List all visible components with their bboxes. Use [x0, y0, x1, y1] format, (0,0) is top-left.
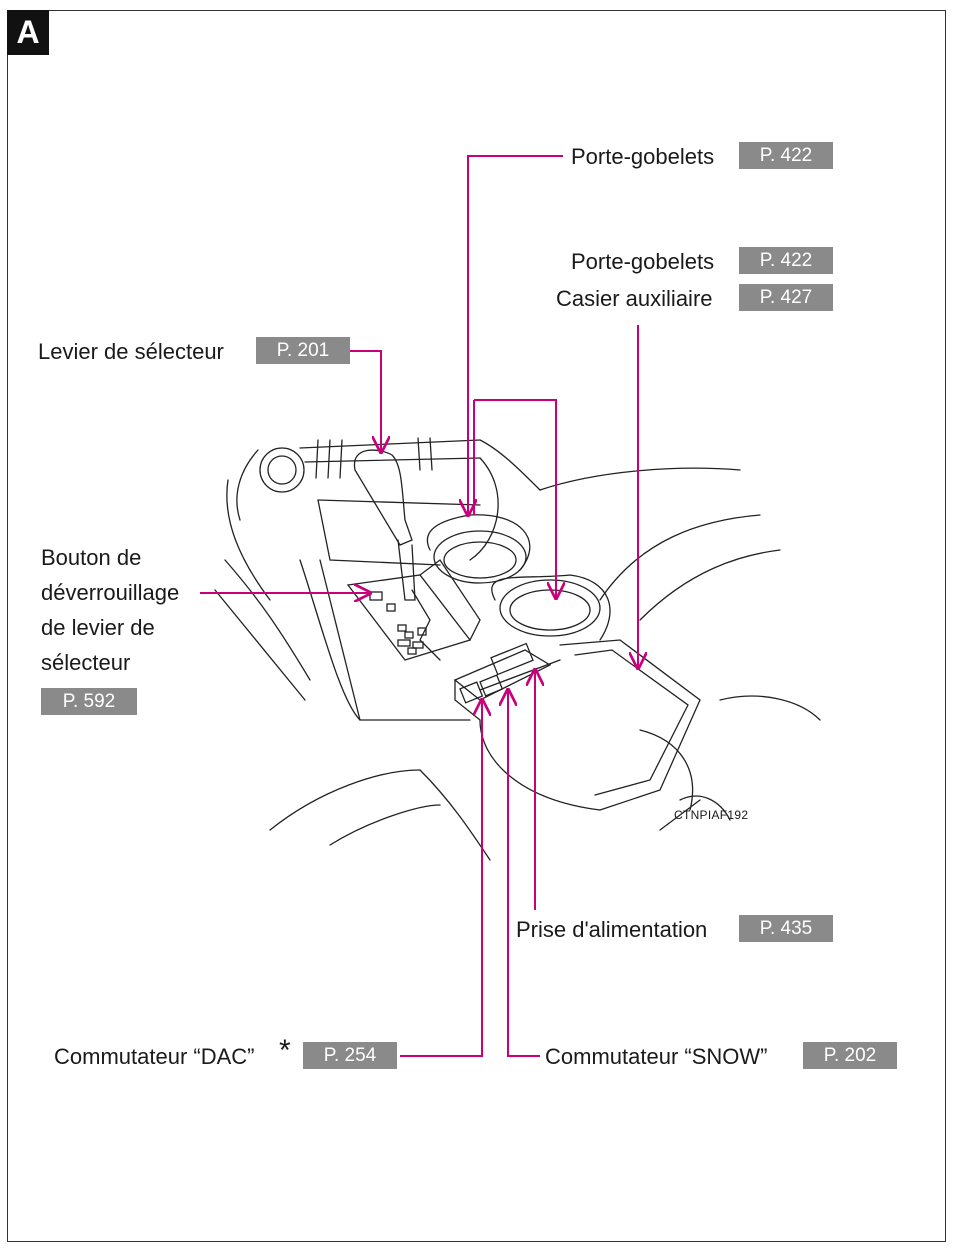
commutateur-snow-label: Commutateur “SNOW” [545, 1044, 768, 1069]
bouton-deverrouillage-line-4: sélecteur [41, 650, 131, 675]
levier-selecteur-label: Levier de sélecteur [38, 339, 224, 364]
commutateur-snow-ref[interactable]: P. 202 [803, 1042, 897, 1069]
bouton-deverrouillage-line-2: déverrouillage [41, 580, 180, 605]
page-frame [7, 10, 946, 1242]
prise-alimentation-ref[interactable]: P. 435 [739, 915, 833, 942]
porte-gobelets-label: Porte-gobelets [571, 144, 715, 169]
bouton-deverrouillage-line-1: Bouton de [41, 545, 142, 570]
porte-gobelets-2-ref[interactable]: P. 422 [739, 247, 833, 274]
bouton-deverrouillage-label: Bouton de déverrouillage de levier de sé… [41, 540, 179, 680]
asterisk-mark: * [279, 1034, 291, 1067]
porte-gobelets-ref[interactable]: P. 422 [739, 142, 833, 169]
commutateur-dac-ref[interactable]: P. 254 [303, 1042, 397, 1069]
casier-auxiliaire-label: Casier auxiliaire [556, 286, 713, 311]
figure-code: CTNPIAF192 [674, 808, 749, 822]
prise-alimentation-label: Prise d'alimentation [516, 917, 708, 942]
levier-selecteur-ref[interactable]: P. 201 [256, 337, 350, 364]
casier-auxiliaire-ref[interactable]: P. 427 [739, 284, 833, 311]
bouton-deverrouillage-ref[interactable]: P. 592 [41, 688, 137, 715]
porte-gobelets-2-label: Porte-gobelets [571, 249, 715, 274]
bouton-deverrouillage-line-3: de levier de [41, 615, 155, 640]
commutateur-dac-label: Commutateur “DAC” [54, 1044, 255, 1069]
section-badge: A [7, 10, 49, 55]
